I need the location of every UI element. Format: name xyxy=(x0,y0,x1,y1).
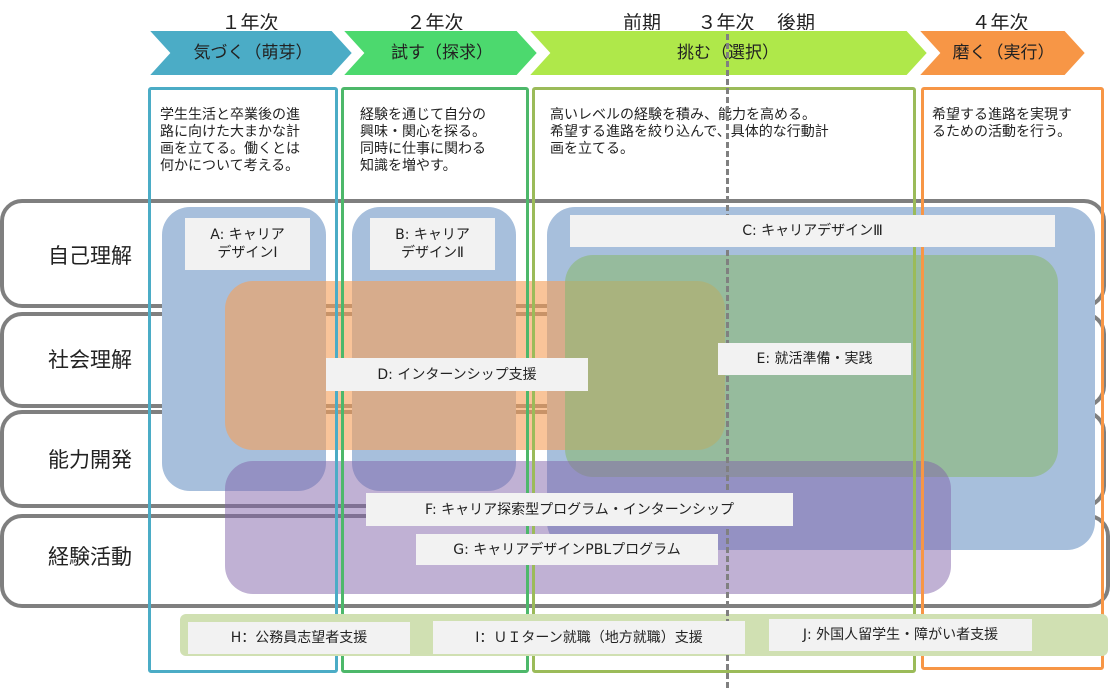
program-a-label: A: キャリアデザインⅠ xyxy=(185,218,310,270)
program-j-label: J: 外国人留学生・障がい者支援 xyxy=(769,619,1032,651)
stage-1-label: 気づく（萌芽） xyxy=(193,43,313,63)
program-i-label: I：ＵＩターン就職（地方就職）支援 xyxy=(433,621,745,654)
program-b-label: B: キャリアデザインⅡ xyxy=(370,218,495,270)
stage-1-chevron: 気づく（萌芽） xyxy=(148,30,353,76)
program-f-g-area xyxy=(225,461,951,594)
row-label-experience-activities: 経験活動 xyxy=(48,545,132,569)
year-3-early-label: 前期 xyxy=(622,12,661,34)
year-1-description: 学生生活と卒業後の進路に向けた大まかな計画を立てる。働くとは何かについて考える。 xyxy=(160,107,300,174)
program-e-label: E: 就活準備・実践 xyxy=(718,343,911,375)
program-f-label: F: キャリア探索型プログラム・インターンシップ xyxy=(366,493,793,526)
row-label-skill-development: 能力開発 xyxy=(48,448,132,472)
year-2-description: 経験を通じて自分の興味・関心を探る。同時に仕事に関わる知識を増やす。 xyxy=(360,107,486,174)
program-d-label: D: インターンシップ支援 xyxy=(326,358,588,391)
year-3-label: ３年次 xyxy=(697,12,755,34)
year-1-label: １年次 xyxy=(221,12,279,34)
year-2-label: ２年次 xyxy=(406,12,464,34)
program-g-label: G: キャリアデザインPBLプログラム xyxy=(416,534,718,565)
year-4-column-frame xyxy=(921,87,1104,670)
year-4-label: ４年次 xyxy=(971,12,1029,34)
stage-4-label: 磨く（実行） xyxy=(952,43,1055,63)
stage-2-chevron: 試す（探求） xyxy=(342,30,538,76)
stage-4-chevron: 磨く（実行） xyxy=(918,30,1086,76)
program-c-label: C: キャリアデザインⅢ xyxy=(570,215,1055,247)
year-4-description: 希望する進路を実現するための活動を行う。 xyxy=(932,107,1072,140)
year-3-description: 高いレベルの経験を積み、能力を高める。希望する進路を絞り込んで、具体的な行動計画… xyxy=(550,107,829,157)
program-h-label: H：公務員志望者支援 xyxy=(188,622,410,654)
year-3-column-frame xyxy=(532,87,916,673)
year-3-late-label: 後期 xyxy=(776,12,815,34)
row-label-social-understanding: 社会理解 xyxy=(48,348,132,372)
stage-2-label: 試す（探求） xyxy=(391,43,493,63)
row-label-self-understanding: 自己理解 xyxy=(48,244,132,268)
